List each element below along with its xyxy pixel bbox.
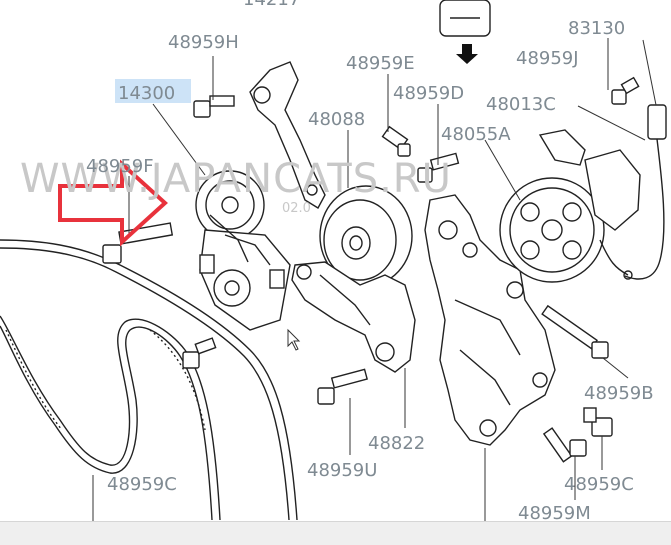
part-label-48959J[interactable]: 48959J xyxy=(516,48,579,69)
bolt-48959M[interactable] xyxy=(542,427,587,463)
idler-bracket[interactable] xyxy=(291,261,416,373)
bolt-48959F[interactable] xyxy=(102,222,174,264)
pressure-switch[interactable] xyxy=(623,104,667,280)
bolt-48959J[interactable] xyxy=(611,76,640,105)
down-arrow-icon xyxy=(456,44,478,64)
mouse-cursor-icon xyxy=(287,328,301,351)
bracket-14217[interactable] xyxy=(249,61,326,209)
part-label-48959C-right[interactable]: 48959C xyxy=(564,474,634,495)
part-label-48013C[interactable]: 48013C xyxy=(486,94,556,115)
tensioner-assembly[interactable] xyxy=(195,170,291,331)
faint-code: 02.0 xyxy=(282,201,311,216)
right-arrow-icon xyxy=(58,159,168,247)
part-label-48959E[interactable]: 48959E xyxy=(346,53,415,74)
leader-lines xyxy=(92,38,657,521)
bolt-48959E[interactable] xyxy=(381,125,411,157)
bolt-48959C-left[interactable] xyxy=(182,337,217,369)
part-label-48959B[interactable]: 48959B xyxy=(584,383,654,404)
power-steering-pump[interactable] xyxy=(499,129,641,283)
bolt-48959B[interactable] xyxy=(541,304,609,359)
footer-bar xyxy=(0,521,671,545)
part-label-14217[interactable]: 14217 xyxy=(243,0,300,10)
bolt-48959D[interactable] xyxy=(417,152,460,183)
idler-pulley[interactable] xyxy=(319,185,413,287)
part-label-48088[interactable]: 48088 xyxy=(308,109,365,130)
part-label-48055A[interactable]: 48055A xyxy=(441,124,511,145)
part-label-48959D[interactable]: 48959D xyxy=(393,83,464,104)
part-label-48959F[interactable]: 48959F xyxy=(86,156,154,177)
pump-bracket[interactable] xyxy=(424,194,556,446)
pump-pulley-top[interactable] xyxy=(439,0,491,37)
part-label-83130[interactable]: 83130 xyxy=(568,18,625,39)
bolt-48959H[interactable] xyxy=(193,95,235,118)
watermark: WWW.JAPANCATS.RU xyxy=(20,156,452,202)
part-label-48959C-left[interactable]: 48959C xyxy=(107,474,177,495)
part-label-48959U[interactable]: 48959U xyxy=(307,460,377,481)
highlight-box xyxy=(115,79,191,103)
bolt-48959U[interactable] xyxy=(317,368,368,405)
bolt-48959C-right[interactable] xyxy=(583,407,613,437)
part-label-48959H[interactable]: 48959H xyxy=(168,32,239,53)
part-label-48822[interactable]: 48822 xyxy=(368,433,425,454)
part-label-48959M[interactable]: 48959M xyxy=(518,503,591,524)
part-label-14300[interactable]: 14300 xyxy=(118,83,175,104)
drive-belt[interactable] xyxy=(0,239,298,521)
